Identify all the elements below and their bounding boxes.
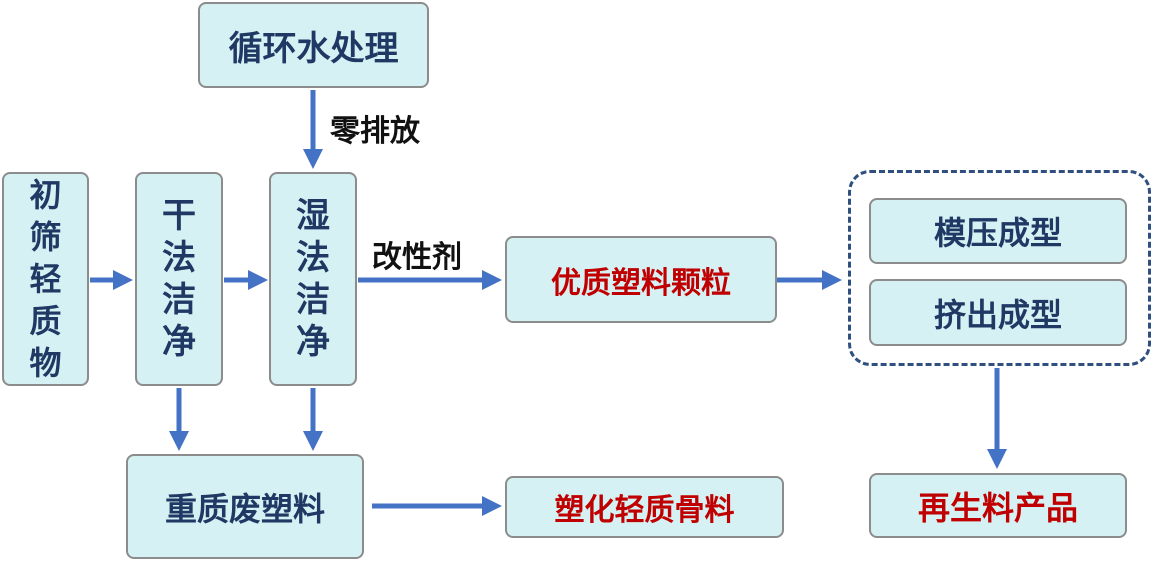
label-zero-discharge: 零排放 [330, 114, 420, 149]
char: 法 [296, 238, 330, 278]
node-wet-cleaning: 湿 法 洁 净 [269, 172, 357, 386]
char: 干 [162, 196, 196, 236]
char: 法 [162, 238, 196, 278]
char: 洁 [296, 280, 330, 320]
node-water-treatment-label: 循环水处理 [228, 28, 399, 69]
char: 筛 [29, 218, 62, 256]
label-modifier: 改性剂 [372, 240, 462, 275]
node-dry-cleaning: 干 法 洁 净 [135, 172, 223, 386]
node-heavy-waste-plastic-label: 重质废塑料 [164, 489, 325, 528]
node-recycled-products-label: 再生料产品 [917, 488, 1078, 527]
node-quality-pellets-label: 优质塑料颗粒 [551, 265, 731, 301]
node-extrusion-label: 挤出成型 [933, 295, 1062, 334]
char: 净 [296, 322, 330, 362]
char: 初 [29, 176, 62, 214]
node-molding: 模压成型 [869, 198, 1127, 264]
node-water-treatment: 循环水处理 [198, 2, 429, 88]
char: 洁 [162, 280, 196, 320]
node-quality-pellets: 优质塑料颗粒 [505, 236, 777, 323]
char: 质 [29, 302, 62, 340]
char: 物 [29, 344, 62, 382]
forming-group [848, 170, 1151, 366]
node-heavy-waste-plastic: 重质废塑料 [126, 454, 364, 559]
node-initial-screening: 初 筛 轻 质 物 [2, 172, 89, 386]
char: 轻 [29, 260, 62, 298]
node-lightweight-aggregate: 塑化轻质骨料 [505, 476, 784, 538]
node-lightweight-aggregate-label: 塑化轻质骨料 [554, 493, 735, 528]
node-molding-label: 模压成型 [933, 214, 1062, 252]
char: 湿 [296, 196, 330, 236]
char: 净 [162, 322, 196, 362]
node-extrusion: 挤出成型 [869, 279, 1127, 346]
node-recycled-products: 再生料产品 [869, 473, 1127, 538]
